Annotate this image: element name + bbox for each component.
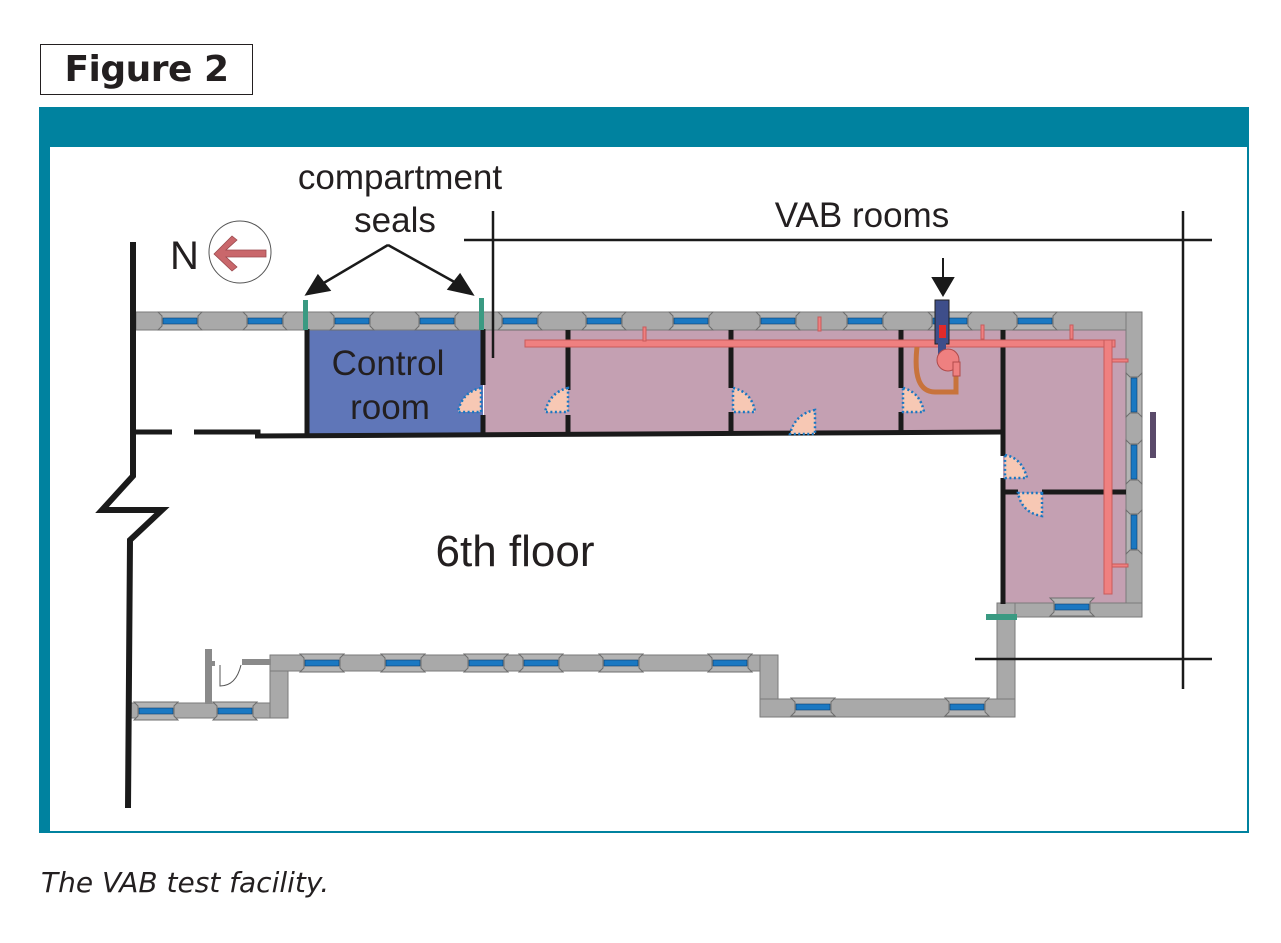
windows — [132, 311, 1143, 721]
vab-rooms-label: VAB rooms — [775, 196, 949, 235]
interior-walls — [95, 242, 1126, 809]
window — [1125, 371, 1143, 419]
figure-label: Figure 2 — [40, 44, 253, 95]
control-room-label-line2: room — [350, 388, 430, 427]
window — [1125, 508, 1143, 556]
window — [841, 311, 889, 331]
north-label: N — [170, 234, 199, 278]
vab-rooms-bracket — [464, 211, 1212, 689]
window — [1048, 597, 1096, 617]
window — [298, 653, 346, 673]
window — [1125, 438, 1143, 486]
window — [1011, 311, 1059, 331]
blower-fan-assembly — [913, 299, 961, 395]
sixth-floor-label: 6th floor — [436, 527, 595, 576]
window — [580, 311, 628, 331]
window — [517, 653, 565, 673]
window — [943, 697, 991, 717]
window — [496, 311, 544, 331]
window — [597, 653, 645, 673]
blower-door-marker — [1150, 412, 1156, 458]
figure-caption: The VAB test facility. — [41, 866, 330, 899]
window — [379, 653, 427, 673]
compartment-seals-label-line1: compartment — [298, 158, 503, 197]
window — [211, 701, 259, 721]
exterior-wall-bottom — [129, 649, 1016, 719]
window — [667, 311, 715, 331]
door — [1003, 453, 1029, 480]
door — [901, 386, 926, 414]
door — [543, 386, 570, 414]
door — [456, 386, 483, 414]
north-indicator: N — [170, 220, 272, 284]
door — [788, 408, 817, 436]
fan-arrow — [931, 258, 955, 297]
seal-arrows — [304, 243, 475, 296]
ventilation-duct — [524, 316, 1129, 595]
door — [1016, 491, 1044, 518]
window — [413, 311, 461, 331]
window — [789, 697, 837, 717]
window — [241, 311, 289, 331]
window — [706, 653, 754, 673]
window — [462, 653, 510, 673]
window — [156, 311, 204, 331]
window — [754, 311, 802, 331]
window — [328, 311, 376, 331]
doors — [456, 386, 1044, 518]
compartment-seals — [303, 298, 1017, 620]
control-room-label-line1: Control — [332, 344, 445, 383]
door — [731, 386, 757, 414]
control-room — [307, 329, 483, 435]
compartment-seals-label-line2: seals — [354, 201, 436, 240]
window — [132, 701, 180, 721]
vab-rooms-area — [484, 329, 1127, 604]
